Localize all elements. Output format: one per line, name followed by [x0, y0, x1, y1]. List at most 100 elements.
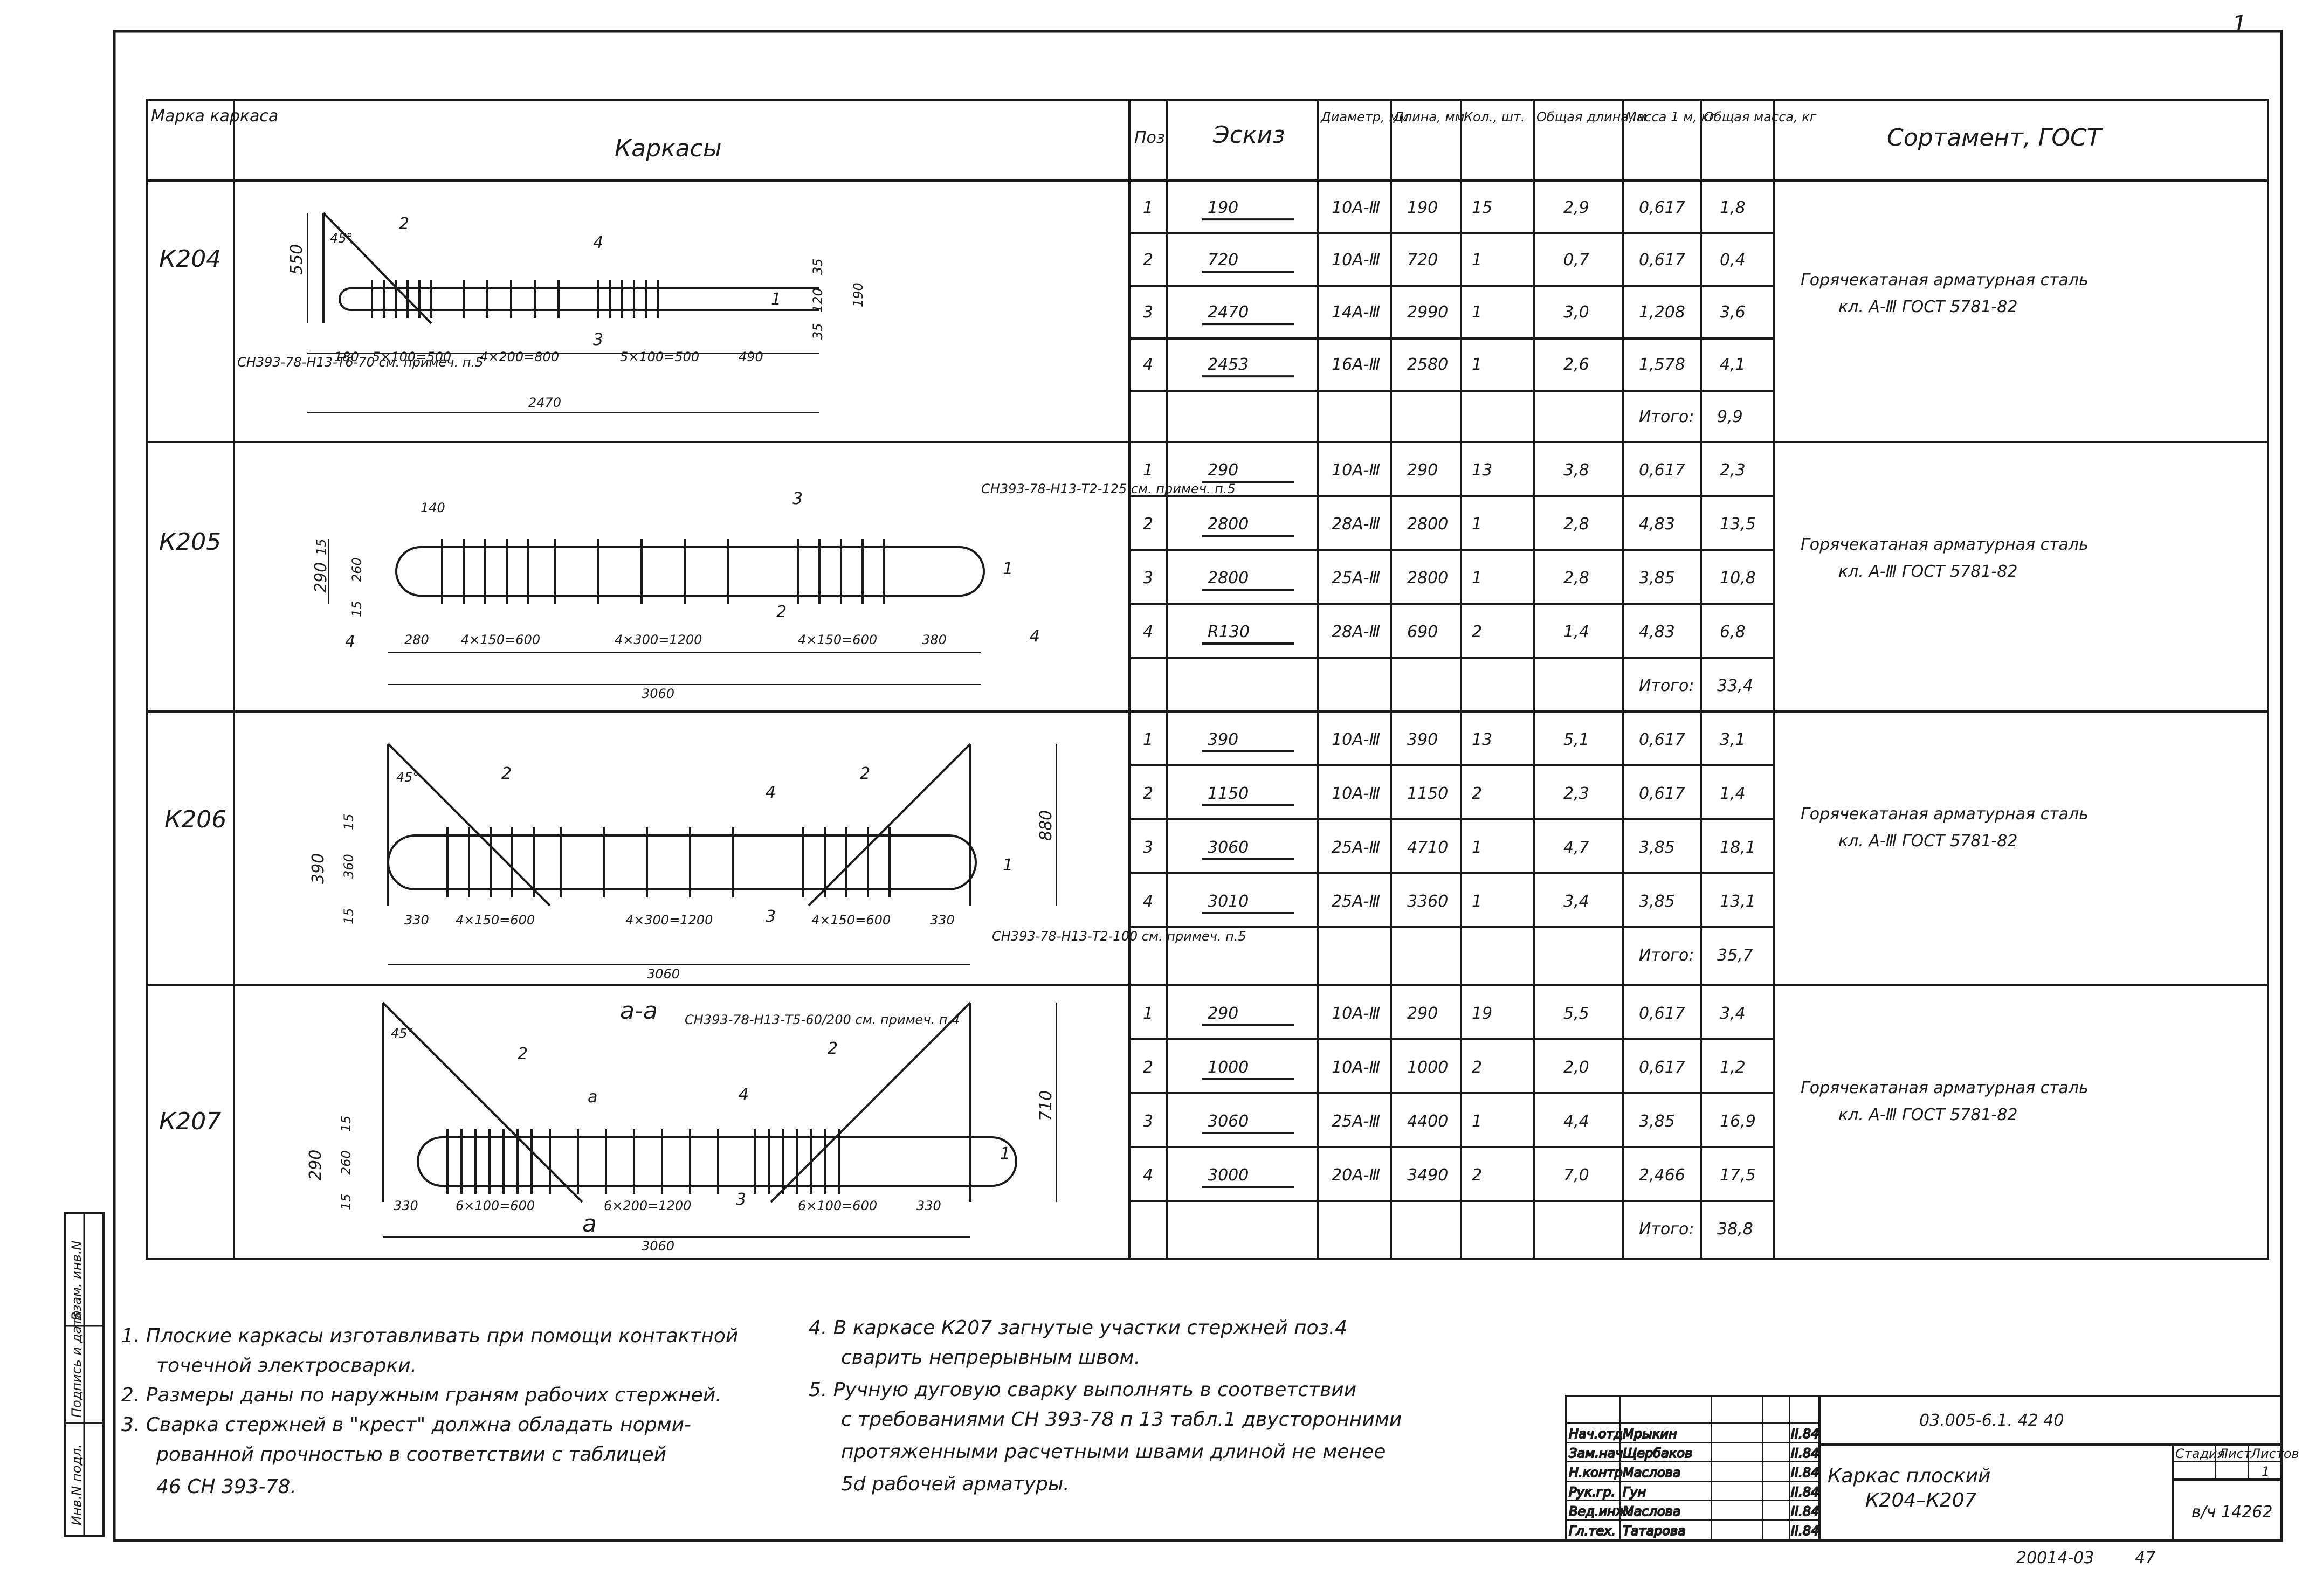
k205-dim-3: 4×300=1200 — [615, 632, 702, 647]
cell-m1: 1,208 — [1639, 303, 1685, 322]
header-dlina: Длина, мм — [1393, 109, 1465, 125]
cell-m1: 4,83 — [1639, 623, 1675, 641]
mark-k207: К207 — [159, 1108, 221, 1135]
k206-dim-2: 4×150=600 — [456, 913, 535, 928]
side-label-vzam: Взам. инв.N — [69, 1241, 84, 1321]
note-left-4: 3. Сварка стержней в "крест" должна обла… — [121, 1414, 691, 1436]
drawing-k207: а-а СН393-78-Н13-Т5-60/200 см. примеч. п… — [306, 997, 1057, 1254]
stamp-role: Вед.инж. — [1569, 1504, 1631, 1519]
cell-tl: 4,4 — [1563, 1112, 1589, 1131]
header-obshaya-massa: Общая масса, кг — [1704, 109, 1817, 125]
notes: 1. Плоские каркасы изготавливать при пом… — [121, 1317, 1402, 1498]
cell-len: 690 — [1407, 623, 1438, 641]
note-left-3: 2. Размеры даны по наружным граням рабоч… — [121, 1384, 722, 1406]
k206-stirrups — [446, 827, 891, 897]
cell-tm: 1,8 — [1720, 198, 1746, 217]
cell-m1: 0,617 — [1639, 1058, 1685, 1077]
cell-len: 3360 — [1407, 892, 1448, 911]
note-left-5: рованной прочностью в соответствии с таб… — [156, 1443, 666, 1466]
k205-note: СН393-78-Н13-Т2-125 см. примеч. п.5 — [981, 481, 1236, 496]
cell-pos: 2 — [1143, 251, 1153, 270]
cell-tm: 2,3 — [1720, 461, 1746, 480]
stamp-code: 03.005-6.1. 42 40 — [1919, 1411, 2064, 1430]
k206-overall: 3060 — [647, 966, 680, 982]
k206-h1: 15 — [341, 813, 356, 830]
cell-len: 3490 — [1407, 1166, 1448, 1185]
cell-len: 2580 — [1407, 355, 1448, 374]
k204-right-dim-3: 35 — [810, 323, 825, 340]
k205-h4: 290 — [312, 562, 330, 593]
cell-d: 25А-Ⅲ — [1332, 838, 1380, 857]
cell-tl: 3,4 — [1563, 892, 1589, 911]
cell-d: 10А-Ⅲ — [1332, 784, 1380, 803]
k207-section-note: СН393-78-Н13-Т5-60/200 см. примеч. п.4 — [685, 1012, 960, 1027]
cell-qty: 13 — [1472, 730, 1492, 749]
cell-d: 10А-Ⅲ — [1332, 461, 1380, 480]
cell-tm: 3,1 — [1720, 730, 1746, 749]
k207-dim-1: 330 — [394, 1198, 418, 1213]
stamp-role: Нач.отд. — [1569, 1426, 1626, 1441]
main-table — [146, 99, 2269, 1260]
k206-dim-5: 330 — [930, 913, 955, 928]
k207-h4: 290 — [306, 1150, 325, 1180]
header-eskiz: Эскиз — [1212, 121, 1285, 149]
cell-len: 4400 — [1407, 1112, 1448, 1131]
cell-len: 4710 — [1407, 838, 1448, 857]
cell-d: 10А-Ⅲ — [1332, 1004, 1380, 1023]
note-right-1: 4. В каркасе К207 загнутые участки стерж… — [809, 1317, 1347, 1339]
cell-pos: 4 — [1143, 892, 1153, 911]
k205-overall: 3060 — [642, 686, 674, 701]
cell-qty: 15 — [1472, 198, 1492, 217]
side-stamp: Инв.N подл. Подпись и дата Взам. инв.N — [64, 1212, 105, 1537]
stamp-date: II.84 — [1791, 1504, 1819, 1519]
stamp-name: Маслова — [1623, 1465, 1680, 1480]
k206-callout-2b: 2 — [860, 764, 870, 783]
k204-dim-1: 180 — [334, 349, 359, 364]
cell-qty: 1 — [1472, 569, 1482, 588]
k204-height: 550 — [287, 244, 306, 275]
k206-note: СН393-78-Н13-Т2-100 см. примеч. п.5 — [992, 929, 1246, 944]
stamp-role: Рук.гр. — [1569, 1484, 1615, 1500]
cell-len: 190 — [1407, 198, 1438, 217]
cell-pos: 4 — [1143, 1166, 1153, 1185]
mark-k205: К205 — [159, 528, 221, 556]
cell-pos: 1 — [1143, 730, 1153, 749]
header-poz: Поз. — [1134, 128, 1170, 147]
cell-len: 290 — [1407, 1004, 1438, 1023]
cell-qty: 19 — [1472, 1004, 1492, 1023]
header-diametr: Диаметр, мм — [1320, 109, 1409, 125]
k207-h1: 15 — [339, 1115, 354, 1132]
k204-callout-1: 1 — [771, 290, 781, 309]
total-value: 38,8 — [1717, 1220, 1753, 1239]
cell-len: 290 — [1407, 461, 1438, 480]
k207-stirrups — [446, 1129, 840, 1194]
k204-dim-5: 490 — [739, 349, 763, 364]
cell-tm: 18,1 — [1720, 838, 1756, 857]
cell-d: 28А-Ⅲ — [1332, 623, 1380, 641]
cell-m1: 2,466 — [1639, 1166, 1685, 1185]
note-left-1: 1. Плоские каркасы изготавливать при пом… — [121, 1325, 738, 1347]
stamp-name: Татарова — [1623, 1523, 1686, 1538]
cell-pos: 1 — [1143, 461, 1153, 480]
k205-dim-5: 380 — [922, 632, 947, 647]
stamp-name: Гун — [1623, 1484, 1646, 1500]
sortament-line-1: Горячекатаная арматурная сталь — [1801, 1079, 2089, 1097]
stamp-bottom-left: 20014-03 — [2016, 1549, 2094, 1567]
header-karkasy: Каркасы — [615, 135, 722, 162]
k205-top: 140 — [421, 500, 445, 515]
stamp-role: Зам.нач. — [1569, 1446, 1627, 1461]
sortament-line-1: Горячекатаная арматурная сталь — [1801, 805, 2089, 824]
cell-pos: 3 — [1143, 838, 1153, 857]
k205-callout-1: 1 — [1003, 559, 1013, 578]
cell-tm: 13,5 — [1720, 515, 1756, 534]
cell-tl: 2,9 — [1563, 198, 1589, 217]
cell-m1: 1,578 — [1639, 355, 1685, 374]
k206-h4: 390 — [309, 853, 328, 884]
cell-len: 1000 — [1407, 1058, 1448, 1077]
cell-sketch: 1000 — [1208, 1058, 1249, 1077]
k206-callout-4: 4 — [766, 783, 776, 802]
cell-tl: 2,3 — [1563, 784, 1589, 803]
k207-height-right: 710 — [1037, 1090, 1056, 1121]
k207-section: а-а — [620, 997, 658, 1025]
header-kol: Кол., шт. — [1464, 109, 1525, 125]
